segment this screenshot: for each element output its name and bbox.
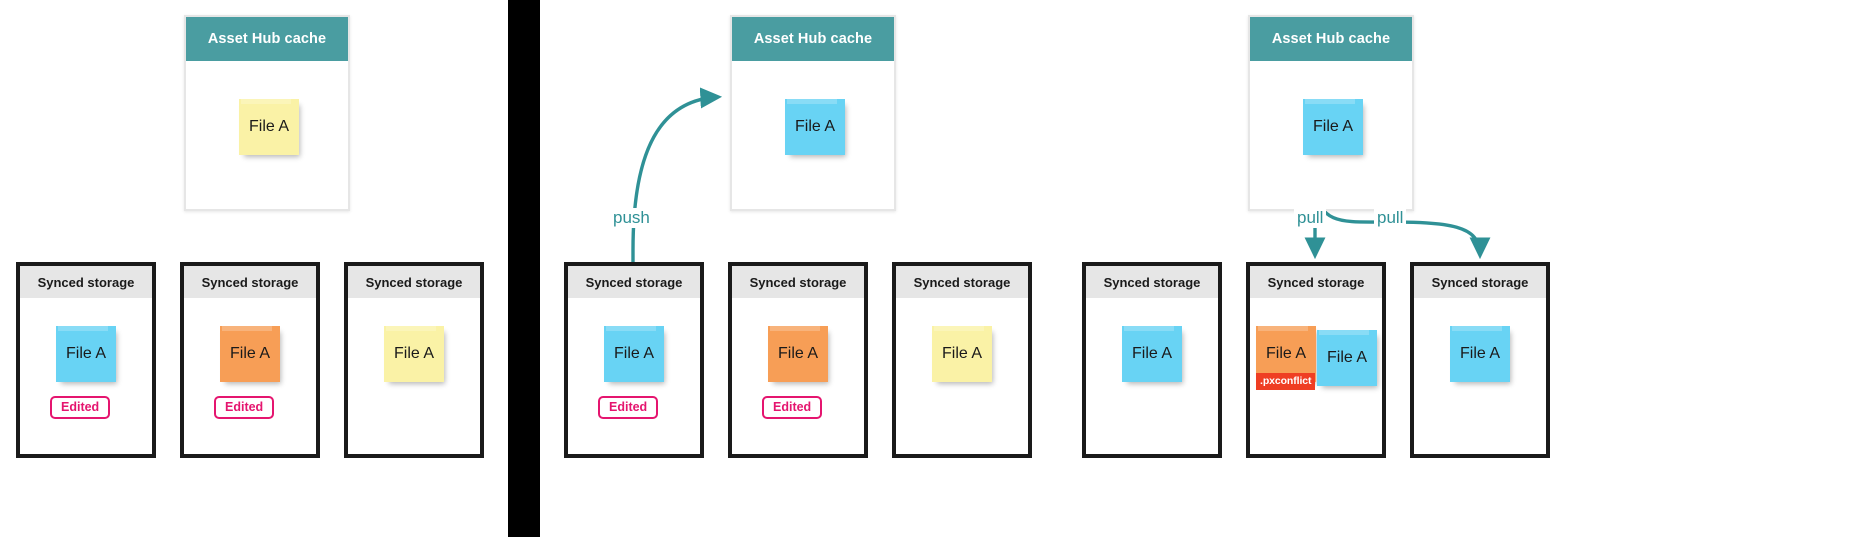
file-note-label: File A (65, 345, 106, 362)
synced-storage-card[interactable]: Synced storage File A .pxconflict File A (1246, 262, 1386, 458)
synced-storage-body: File A Edited (184, 298, 316, 454)
synced-storage-body: File A Edited (568, 298, 700, 454)
synced-storage-body: File A Edited (20, 298, 152, 454)
file-note-label: File A (941, 345, 982, 362)
file-note-label: File A (777, 345, 818, 362)
pull-arrow-label-1: pull (1294, 208, 1327, 228)
asset-hub-cache-card[interactable]: Asset Hub cache File A (1248, 15, 1414, 211)
file-note[interactable]: File A (1450, 326, 1510, 382)
file-note-label: File A (229, 345, 270, 362)
file-note[interactable]: File A (220, 326, 280, 382)
synced-storage-card[interactable]: Synced storage File A (892, 262, 1032, 458)
push-arrow-label: push (610, 208, 653, 228)
status-badge-pxconflict: .pxconflict (1256, 373, 1316, 390)
synced-storage-title: Synced storage (20, 266, 152, 298)
synced-storage-card[interactable]: Synced storage File A Edited (180, 262, 320, 458)
file-note-label: File A (1131, 345, 1172, 362)
synced-storage-card[interactable]: Synced storage File A (1410, 262, 1550, 458)
file-note-label: File A (1326, 349, 1367, 366)
synced-storage-card[interactable]: Synced storage File A Edited (564, 262, 704, 458)
synced-storage-title: Synced storage (732, 266, 864, 298)
synced-storage-body: File A .pxconflict File A (1250, 298, 1382, 454)
file-note-label: File A (1459, 345, 1500, 362)
file-note[interactable]: File A (239, 99, 299, 155)
file-note[interactable]: File A (1317, 330, 1377, 386)
file-note-label: File A (1265, 345, 1306, 362)
file-note-label: File A (1312, 118, 1353, 135)
file-note-label: File A (613, 345, 654, 362)
synced-storage-card[interactable]: Synced storage File A (1082, 262, 1222, 458)
file-note[interactable]: File A (1122, 326, 1182, 382)
file-note-conflict[interactable]: File A (1256, 326, 1316, 382)
status-badge-edited: Edited (50, 396, 111, 419)
panel-divider (508, 0, 540, 537)
synced-storage-body: File A (1086, 298, 1218, 454)
synced-storage-title: Synced storage (568, 266, 700, 298)
synced-storage-title: Synced storage (896, 266, 1028, 298)
file-note[interactable]: File A (785, 99, 845, 155)
synced-storage-title: Synced storage (1086, 266, 1218, 298)
asset-hub-cache-body: File A (732, 61, 894, 209)
file-note[interactable]: File A (604, 326, 664, 382)
synced-storage-title: Synced storage (1250, 266, 1382, 298)
file-note-label: File A (393, 345, 434, 362)
pull-arrow-label-2: pull (1374, 208, 1407, 228)
file-note-label: File A (248, 118, 289, 135)
asset-hub-cache-body: File A (1250, 61, 1412, 209)
file-note[interactable]: File A (384, 326, 444, 382)
synced-storage-body: File A (896, 298, 1028, 454)
asset-hub-cache-title: Asset Hub cache (186, 17, 348, 61)
status-badge-edited: Edited (762, 396, 823, 419)
file-note[interactable]: File A (768, 326, 828, 382)
asset-hub-cache-card[interactable]: Asset Hub cache File A (184, 15, 350, 211)
asset-hub-cache-title: Asset Hub cache (1250, 17, 1412, 61)
asset-hub-cache-body: File A (186, 61, 348, 209)
file-note[interactable]: File A (56, 326, 116, 382)
synced-storage-body: File A (1414, 298, 1546, 454)
file-note-label: File A (794, 118, 835, 135)
synced-storage-card[interactable]: Synced storage File A Edited (728, 262, 868, 458)
synced-storage-card[interactable]: Synced storage File A Edited (16, 262, 156, 458)
synced-storage-title: Synced storage (184, 266, 316, 298)
synced-storage-body: File A Edited (732, 298, 864, 454)
synced-storage-title: Synced storage (1414, 266, 1546, 298)
file-note[interactable]: File A (1303, 99, 1363, 155)
file-note[interactable]: File A (932, 326, 992, 382)
asset-hub-cache-title: Asset Hub cache (732, 17, 894, 61)
asset-hub-cache-card[interactable]: Asset Hub cache File A (730, 15, 896, 211)
synced-storage-body: File A (348, 298, 480, 454)
status-badge-edited: Edited (214, 396, 275, 419)
status-badge-edited: Edited (598, 396, 659, 419)
synced-storage-card[interactable]: Synced storage File A (344, 262, 484, 458)
synced-storage-title: Synced storage (348, 266, 480, 298)
